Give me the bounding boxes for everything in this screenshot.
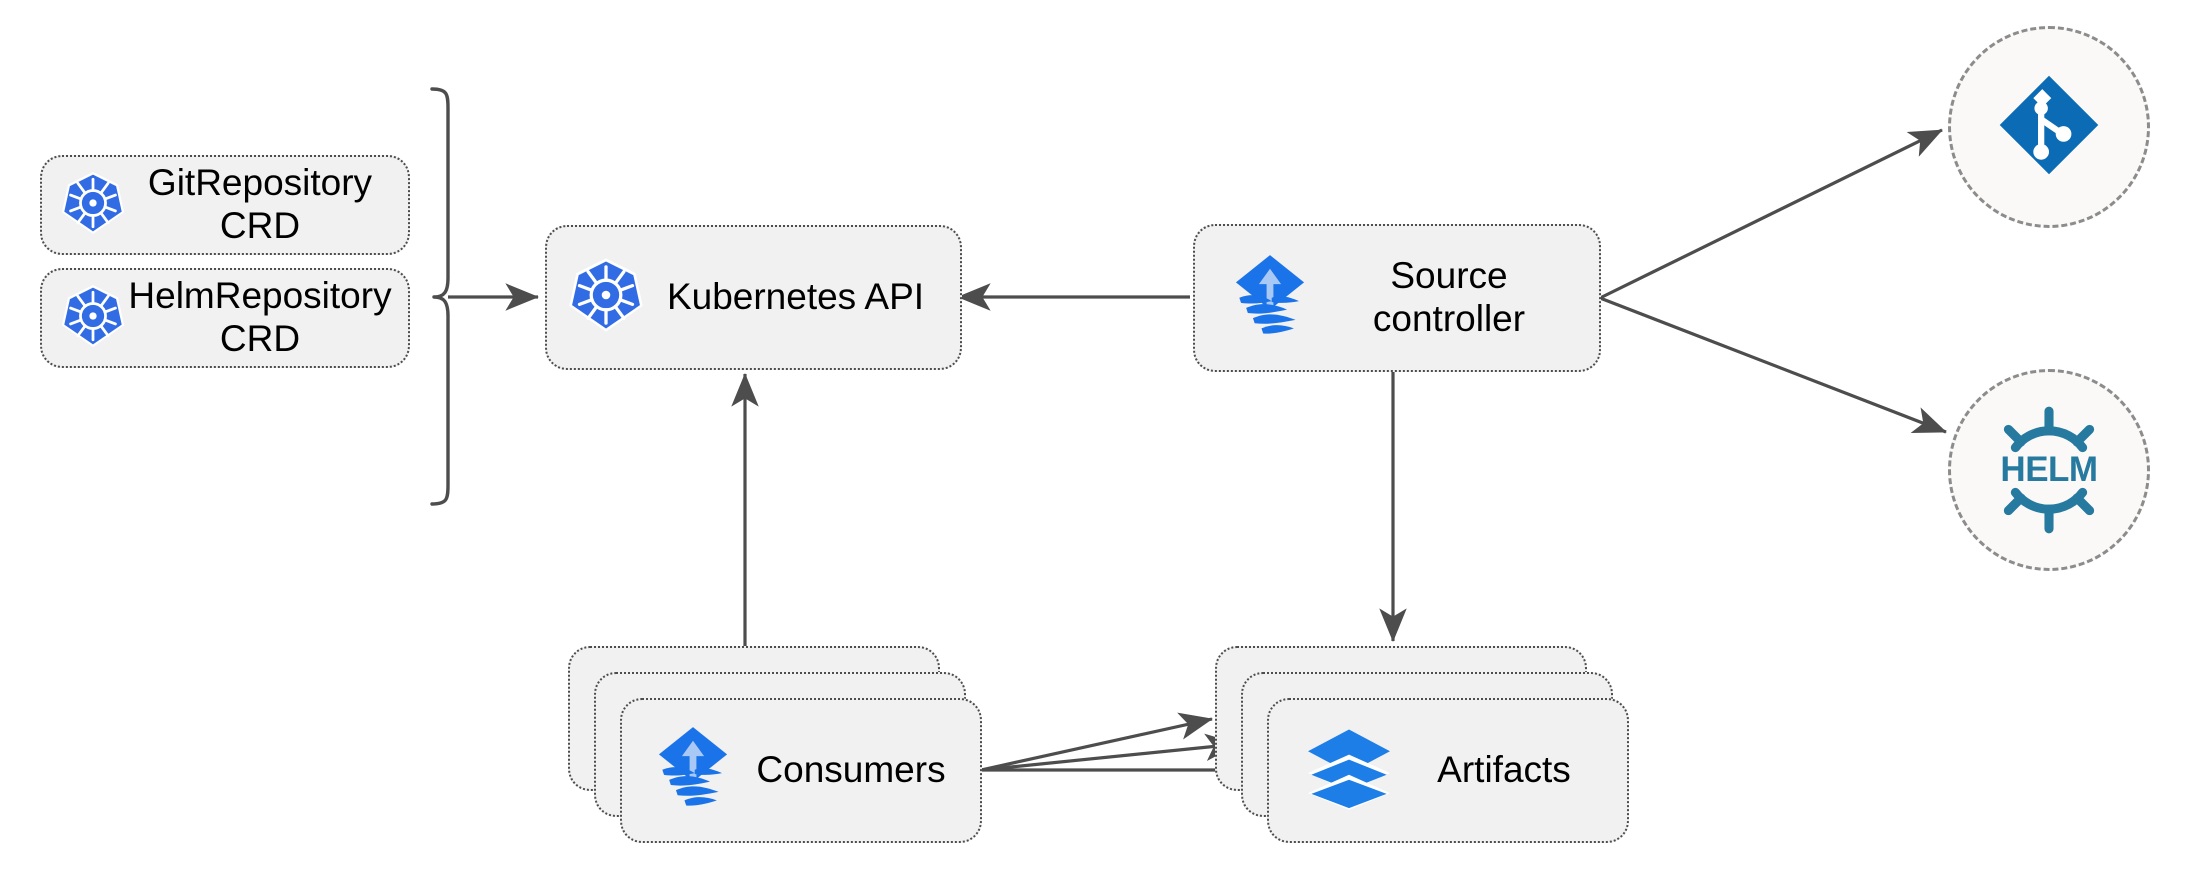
node-source-controller[interactable]: Source controller xyxy=(1193,224,1601,372)
layers-icon xyxy=(1303,725,1395,816)
node-label: Consumers xyxy=(756,749,946,791)
flux-icon xyxy=(650,722,736,819)
helm-icon: HELM xyxy=(1979,400,2119,540)
kubernetes-icon xyxy=(60,283,126,354)
kubernetes-icon xyxy=(567,256,645,339)
node-kubernetes-api[interactable]: Kubernetes API xyxy=(545,225,962,370)
edge-source-controller-to-helm xyxy=(1599,296,1947,434)
node-consumers[interactable]: Consumers xyxy=(620,698,982,843)
node-label: GitRepository CRD xyxy=(147,162,373,246)
edge-source-controller-to-git xyxy=(1599,128,1943,300)
node-git-repository-endpoint[interactable] xyxy=(1948,26,2150,228)
helm-wordmark: HELM xyxy=(2000,450,2098,489)
node-label: Artifacts xyxy=(1437,749,1571,791)
node-helmrepository-crd[interactable]: HelmRepository CRD xyxy=(40,268,410,368)
node-artifacts[interactable]: Artifacts xyxy=(1267,698,1629,843)
crd-group-bracket xyxy=(430,87,450,506)
edge-consumers-to-artifacts-2 xyxy=(980,733,1239,772)
node-label: HelmRepository CRD xyxy=(128,275,392,359)
node-gitrepository-crd[interactable]: GitRepository CRD xyxy=(40,155,410,255)
node-helm-repository-endpoint[interactable]: HELM xyxy=(1948,369,2150,571)
node-label: Source controller xyxy=(1372,255,1526,339)
node-label: Kubernetes API xyxy=(666,276,925,318)
git-icon xyxy=(1993,69,2105,186)
edge-consumers-to-artifacts-1 xyxy=(980,712,1213,772)
flux-icon xyxy=(1227,250,1313,347)
kubernetes-icon xyxy=(60,170,126,241)
